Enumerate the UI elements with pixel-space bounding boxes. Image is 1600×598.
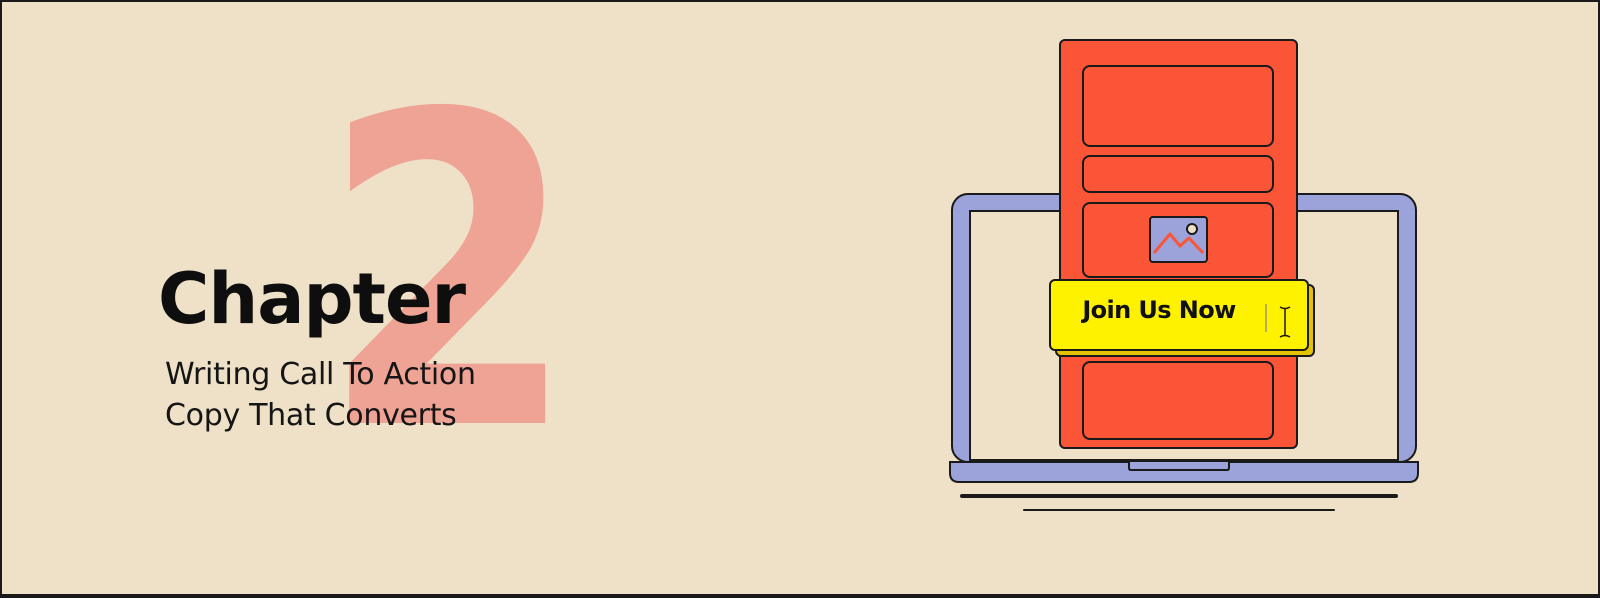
join-us-now-button[interactable]: Join Us Now	[1082, 296, 1236, 324]
text-cursor-icon	[1265, 304, 1291, 338]
chapter-title: Chapter	[158, 258, 466, 340]
chapter-subtitle: Writing Call To Action Copy That Convert…	[165, 354, 476, 436]
subtitle-line-1: Writing Call To Action	[165, 357, 476, 392]
subtitle-line-2: Copy That Converts	[165, 398, 457, 433]
chapter-number: 2	[320, 25, 577, 525]
cta-button-shape[interactable]	[1049, 279, 1315, 357]
image-placeholder-icon	[1149, 216, 1208, 263]
